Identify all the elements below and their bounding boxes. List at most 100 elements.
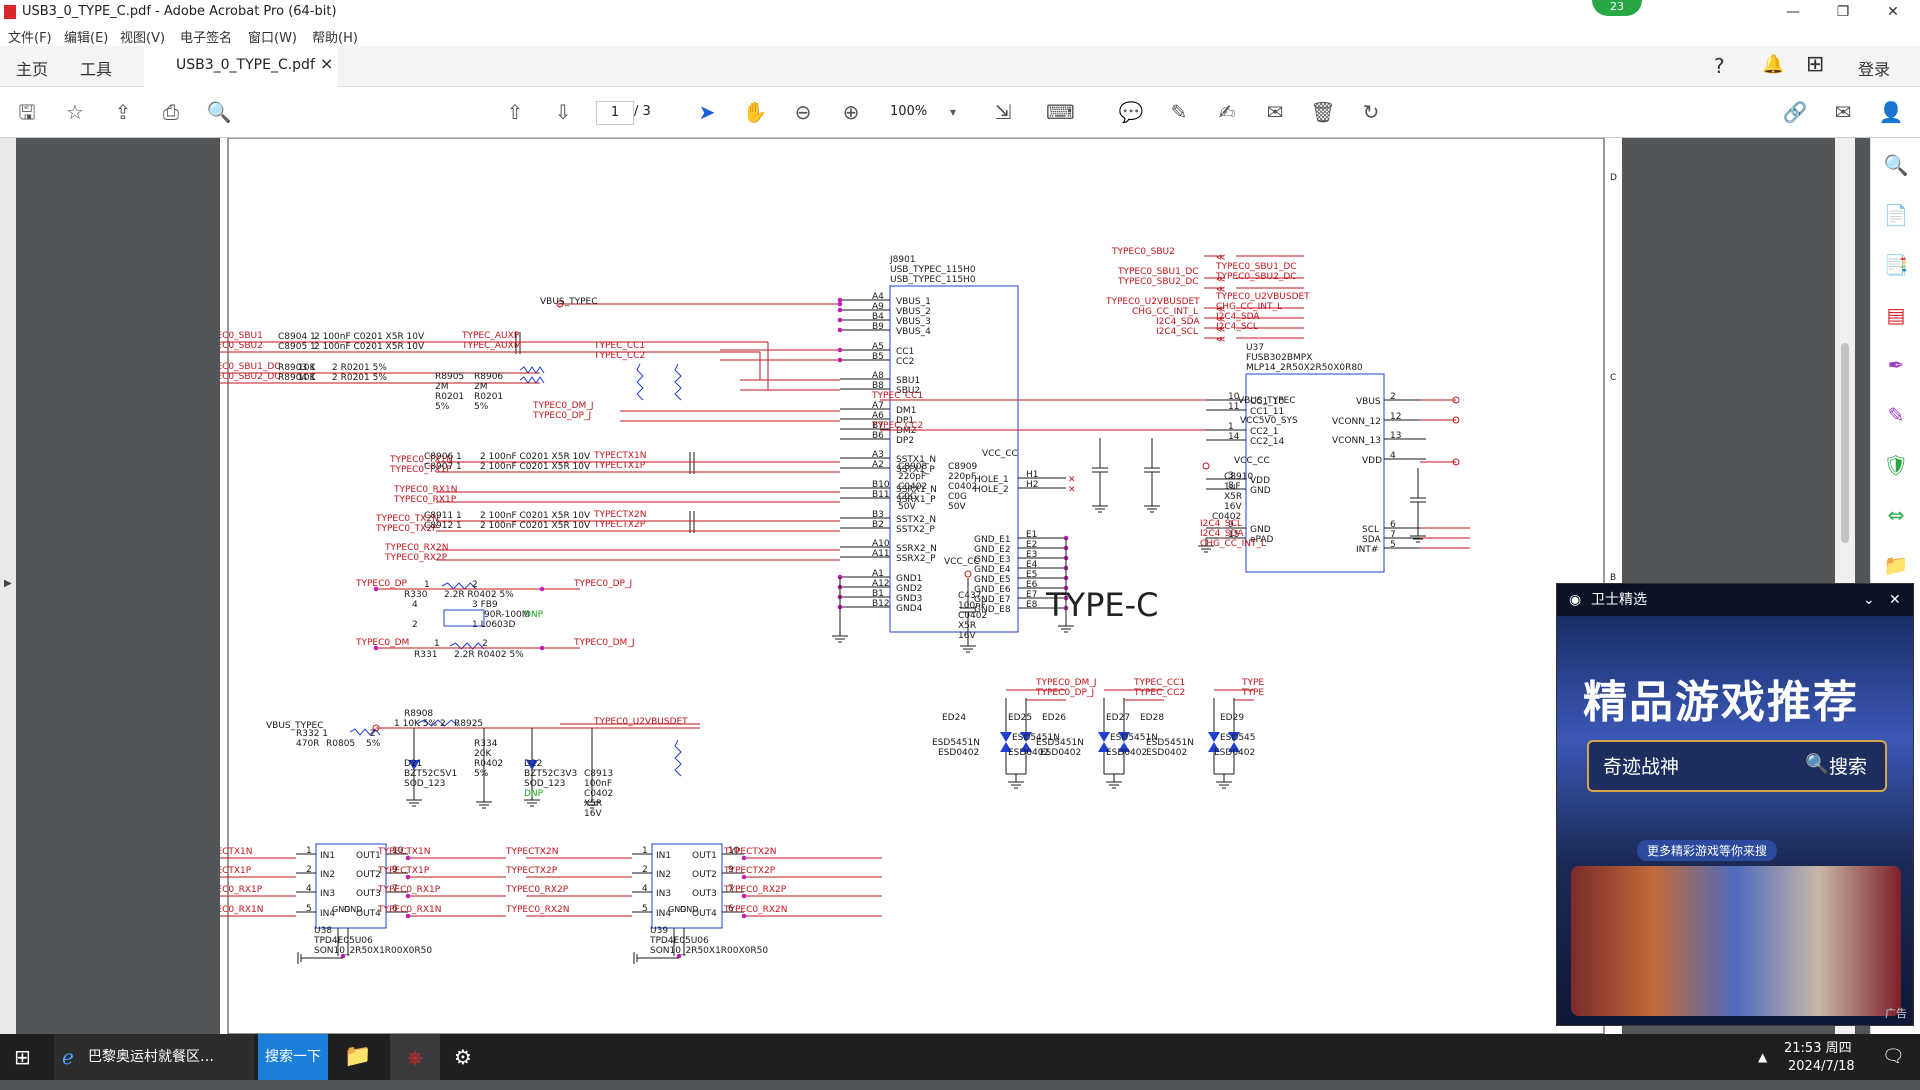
resistor: [349, 728, 381, 736]
controller-pin-name: VCONN_12: [1332, 417, 1381, 427]
junction-dot: [837, 317, 843, 323]
component-label: U39: [650, 926, 668, 936]
component-label: R331: [414, 650, 437, 660]
connector-pin-name: CC2: [896, 357, 914, 367]
net-label: TYPEC0_DP_J: [573, 579, 632, 589]
app-taskbar-icon[interactable]: ⚙: [454, 1045, 472, 1069]
junction-dot: [676, 953, 682, 959]
action-center-icon[interactable]: 🗨: [1882, 1046, 1905, 1067]
more-tools-icon[interactable]: 📁: [1883, 553, 1909, 577]
taskbar-search-button[interactable]: 搜索一下: [258, 1034, 328, 1080]
fill-sign-icon[interactable]: ✒: [1887, 353, 1905, 377]
taskbar-browser[interactable]: ℯ 巴黎奥运村就餐区…: [54, 1034, 254, 1080]
zoom-panel-icon[interactable]: 🔍: [1883, 153, 1909, 177]
prev-page-icon[interactable]: ⇧: [506, 100, 524, 124]
notification-badge[interactable]: 23: [1592, 0, 1642, 16]
page-number-input[interactable]: 1: [596, 101, 634, 125]
controller-pin-number: 7: [1390, 530, 1396, 540]
tvs-pin-name: IN2: [320, 870, 335, 880]
minimize-button[interactable]: —: [1786, 4, 1800, 20]
trash-icon[interactable]: 🗑: [1310, 100, 1336, 124]
tray-chevron-icon[interactable]: ▲: [1758, 1050, 1768, 1064]
zoom-out-icon[interactable]: ⊖: [794, 100, 812, 124]
create-pdf-icon[interactable]: 📄: [1883, 203, 1909, 227]
component-label: C8905 1: [278, 342, 316, 352]
login-button[interactable]: 登录: [1858, 60, 1891, 79]
apps-grid-icon[interactable]: ⊞: [1806, 52, 1825, 77]
windows-start-icon[interactable]: ⊞: [14, 1045, 31, 1069]
ad-popup[interactable]: ◉ 卫士精选 ⌄ ✕ 精品游戏推荐 奇迹战神 🔍 搜索 更多精彩游戏等你来搜 广…: [1556, 583, 1914, 1026]
zoom-in-icon[interactable]: ⊕: [842, 100, 860, 124]
protect-icon[interactable]: 🛡: [1883, 453, 1909, 477]
menu-window[interactable]: 窗口(W): [248, 31, 297, 46]
account-icon[interactable]: 👤: [1878, 100, 1904, 124]
popup-search-box[interactable]: 奇迹战神 🔍 搜索: [1587, 740, 1887, 792]
controller-pin-number: 6: [1390, 520, 1396, 530]
tab-document[interactable]: USB3_0_TYPE_C.pdf ×: [144, 46, 338, 88]
select-cursor-icon[interactable]: ➤: [698, 100, 716, 124]
popup-collapse-icon[interactable]: ⌄: [1863, 592, 1875, 608]
fit-page-icon[interactable]: ⇲: [994, 100, 1012, 124]
tab-home[interactable]: 主页: [16, 60, 49, 79]
game-heroes-image[interactable]: [1571, 866, 1901, 1016]
link-icon[interactable]: 🔗: [1782, 100, 1808, 124]
star-icon[interactable]: ☆: [66, 100, 84, 124]
connector-pin-number: A3: [872, 450, 884, 460]
export-pdf-icon[interactable]: 📑: [1883, 253, 1909, 277]
rotate-icon[interactable]: ↻: [1362, 100, 1380, 124]
menu-help[interactable]: 帮助(H): [312, 31, 358, 46]
net-label: TYPEC_CC2: [593, 351, 645, 361]
component-label: 220pF: [898, 472, 926, 482]
mail-icon[interactable]: ✉: [1834, 100, 1852, 124]
tab-tools[interactable]: 工具: [80, 60, 113, 79]
net-label: TYPEC0_SBU2_DC: [1117, 277, 1199, 287]
component-label: 16V: [1224, 502, 1242, 512]
connector-pin-number: B12: [872, 599, 890, 609]
menu-view[interactable]: 视图(V): [120, 31, 166, 46]
menu-esign[interactable]: 电子签名: [180, 31, 233, 46]
clock-date[interactable]: 2024/7/18: [1788, 1059, 1855, 1074]
connector-pin-name: GND1: [896, 574, 922, 584]
bell-icon[interactable]: 🔔: [1762, 54, 1785, 75]
organize-pages-icon[interactable]: ▤: [1886, 303, 1906, 327]
component-label: 220pF: [948, 472, 976, 482]
scrollbar-thumb[interactable]: [1841, 343, 1849, 543]
print-icon[interactable]: ⎙: [163, 100, 179, 124]
close-window-button[interactable]: ✕: [1887, 4, 1899, 20]
keyboard-icon[interactable]: ⌨: [1046, 100, 1075, 124]
tab-close-icon[interactable]: ×: [320, 54, 334, 73]
controller-pin-number: 14: [1228, 432, 1240, 442]
menu-edit[interactable]: 编辑(E): [64, 31, 109, 46]
zoom-level-select[interactable]: 100%: [890, 104, 928, 119]
popup-close-icon[interactable]: ✕: [1889, 592, 1901, 608]
menu-file[interactable]: 文件(F): [8, 31, 52, 46]
component-label: 1uF: [1224, 482, 1241, 492]
border-zone-letter: B: [1610, 573, 1616, 583]
restore-button[interactable]: ❐: [1836, 4, 1850, 20]
popup-search-button[interactable]: 搜索: [1829, 756, 1868, 778]
upload-icon[interactable]: ⇪: [114, 100, 132, 124]
draw-icon[interactable]: ✍: [1218, 100, 1236, 124]
comment-icon[interactable]: 💬: [1118, 100, 1144, 124]
clock-time[interactable]: 21:53 周四: [1784, 1041, 1852, 1056]
help-icon[interactable]: ?: [1714, 54, 1725, 78]
save-icon[interactable]: 🖫: [18, 100, 36, 124]
chevron-down-icon[interactable]: ▾: [949, 105, 957, 119]
stamp-icon[interactable]: ✉: [1266, 100, 1284, 124]
component-label: ESD5451N: [1012, 733, 1060, 743]
controller-pin-number: 3: [1228, 471, 1234, 481]
acrobat-taskbar-icon[interactable]: ⎈: [390, 1034, 440, 1080]
edit-pdf-icon[interactable]: ✎: [1887, 403, 1905, 427]
file-explorer-icon[interactable]: 📁: [344, 1044, 372, 1069]
component-label: R330: [404, 590, 428, 600]
connector-pin-name: SSTX2_N: [896, 515, 936, 525]
popup-banner[interactable]: 精品游戏推荐 奇迹战神 🔍 搜索 更多精彩游戏等你来搜 广告: [1557, 616, 1913, 1025]
left-panel-toggle[interactable]: ▶: [0, 138, 16, 1034]
schematic-drawing: DDCCBBAAJ8901USB_TYPEC_115H0USB_TYPEC_11…: [220, 138, 1617, 1034]
find-icon[interactable]: 🔍: [206, 100, 232, 124]
pdf-page[interactable]: DDCCBBAAJ8901USB_TYPEC_115H0USB_TYPEC_11…: [220, 138, 1622, 1034]
hand-tool-icon[interactable]: ✋: [742, 100, 768, 124]
compress-icon[interactable]: ⇔: [1887, 503, 1905, 527]
highlight-pen-icon[interactable]: ✎: [1170, 100, 1188, 124]
next-page-icon[interactable]: ⇩: [554, 100, 572, 124]
